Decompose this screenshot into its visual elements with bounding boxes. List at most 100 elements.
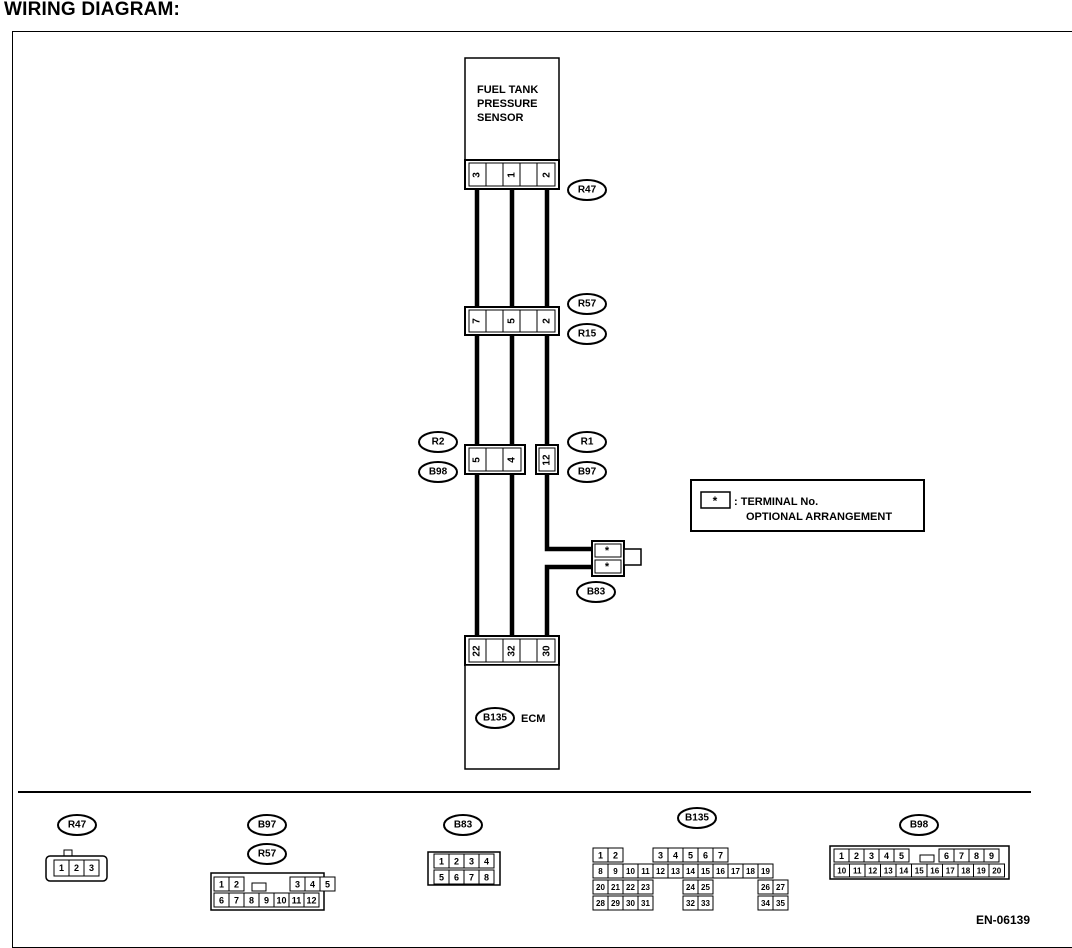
svg-text:2: 2 xyxy=(613,851,618,861)
svg-text:35: 35 xyxy=(776,899,785,908)
svg-text:1: 1 xyxy=(839,851,844,861)
connector-b83-branch: * * xyxy=(591,540,642,577)
face-b98-pin-17: 17 xyxy=(942,863,959,878)
face-r47-pin-2: 2 xyxy=(74,863,79,873)
svg-text:R57: R57 xyxy=(578,299,597,310)
svg-text:13: 13 xyxy=(671,867,680,876)
svg-text:7: 7 xyxy=(234,896,239,906)
svg-text:6: 6 xyxy=(944,851,949,861)
face-b135-pin-16: 16 xyxy=(712,863,729,879)
ecm-box: 22 32 30 B135 ECM xyxy=(464,635,560,770)
sensor-label-line-2: PRESSURE xyxy=(477,98,538,110)
face-b135-pin-3: 3 xyxy=(652,847,669,863)
svg-text:11: 11 xyxy=(853,867,862,876)
wires xyxy=(474,189,592,636)
face-b135-pin-13: 13 xyxy=(667,863,684,879)
face-b97-pin-2: 2 xyxy=(228,876,245,892)
ecm-terminal-32: 32 xyxy=(507,645,518,657)
svg-text:30: 30 xyxy=(626,899,635,908)
svg-text:32: 32 xyxy=(686,899,695,908)
svg-text:29: 29 xyxy=(611,899,620,908)
face-b98-pin-13: 13 xyxy=(880,863,897,878)
svg-text:4: 4 xyxy=(484,857,489,867)
svg-text:2: 2 xyxy=(454,857,459,867)
svg-text:14: 14 xyxy=(899,867,908,876)
face-r47-pin-3: 3 xyxy=(89,863,94,873)
connector-tag-b97: B97 xyxy=(567,461,607,483)
svg-text:8: 8 xyxy=(598,867,603,876)
sensor-terminal-2: 2 xyxy=(542,172,553,178)
svg-text:1: 1 xyxy=(598,851,603,861)
wire-terminal-12-b83 xyxy=(544,474,592,552)
svg-text:18: 18 xyxy=(746,867,755,876)
svg-text:34: 34 xyxy=(761,899,770,908)
branch-pin-lower: * xyxy=(605,561,610,573)
ecm-label: ECM xyxy=(521,713,545,725)
connector-tag-r1: R1 xyxy=(567,431,607,453)
svg-text:11: 11 xyxy=(292,896,302,906)
svg-text:10: 10 xyxy=(276,896,286,906)
face-b135-pin-28: 28 xyxy=(592,895,609,911)
face-b97-pin-10: 10 xyxy=(273,892,290,908)
face-b98-pin-11: 11 xyxy=(849,863,866,878)
face-b97-pin-8: 8 xyxy=(243,892,260,908)
face-b135-pin-34: 34 xyxy=(757,895,774,911)
face-b135-pin-26: 26 xyxy=(757,879,774,895)
face-b97-pin-3: 3 xyxy=(289,876,306,892)
page-title: WIRING DIAGRAM: xyxy=(4,0,181,20)
svg-text:5: 5 xyxy=(439,873,444,883)
svg-text:4: 4 xyxy=(673,851,678,861)
face-b135-pin-22: 22 xyxy=(622,879,639,895)
svg-text:1: 1 xyxy=(219,880,224,890)
face-b97-pin-12: 12 xyxy=(303,892,320,908)
legend-line-1: : TERMINAL No. xyxy=(734,496,818,508)
svg-text:25: 25 xyxy=(701,883,710,892)
mid-terminal-7: 7 xyxy=(472,318,483,324)
face-b135-pin-31: 31 xyxy=(637,895,654,911)
connector-r57-r15: 7 5 2 xyxy=(464,306,560,336)
face-b98-pin-12: 12 xyxy=(864,863,881,878)
right-terminal-12: 12 xyxy=(542,454,553,466)
face-b98-pin-1: 1 xyxy=(833,848,850,863)
svg-text:17: 17 xyxy=(946,867,955,876)
connector-r2-b98: 5 4 xyxy=(464,444,526,475)
face-b97-pin-1: 1 xyxy=(213,876,230,892)
face-b135-pin-2: 2 xyxy=(607,847,624,863)
svg-text:13: 13 xyxy=(884,867,893,876)
svg-text:9: 9 xyxy=(989,851,994,861)
svg-text:15: 15 xyxy=(701,867,710,876)
face-tag-b97: B97 xyxy=(258,820,277,831)
left-terminal-5: 5 xyxy=(472,457,483,463)
svg-text:9: 9 xyxy=(264,896,269,906)
svg-text:R1: R1 xyxy=(581,437,594,448)
face-b135-pin-1: 1 xyxy=(592,847,609,863)
face-b135-pin-21: 21 xyxy=(607,879,624,895)
fuel-tank-pressure-sensor: FUEL TANK PRESSURE SENSOR 3 1 2 xyxy=(464,57,560,190)
svg-text:20: 20 xyxy=(992,867,1001,876)
svg-text:8: 8 xyxy=(974,851,979,861)
svg-text:23: 23 xyxy=(641,883,650,892)
face-b98-pin-20: 20 xyxy=(988,863,1005,878)
svg-text:10: 10 xyxy=(626,867,635,876)
face-b98-pin-2: 2 xyxy=(848,848,865,863)
svg-text:B98: B98 xyxy=(429,467,448,478)
face-b83-pin-7: 7 xyxy=(463,869,480,885)
wire-b83-terminal-30 xyxy=(544,564,592,636)
face-b135-pin-25: 25 xyxy=(697,879,714,895)
face-b83-pin-8: 8 xyxy=(478,869,495,885)
legend-line-2: OPTIONAL ARRANGEMENT xyxy=(746,511,892,523)
face-b97-pin-6: 6 xyxy=(213,892,230,908)
face-tag-r47: R47 xyxy=(68,820,87,831)
face-tag-r57: R57 xyxy=(258,849,277,860)
connector-tag-b98: B98 xyxy=(418,461,458,483)
face-b83-pin-5: 5 xyxy=(433,869,450,885)
face-b135-pin-15: 15 xyxy=(697,863,714,879)
face-b135-pin-11: 11 xyxy=(637,863,654,879)
face-b83-pin-4: 4 xyxy=(478,853,495,869)
svg-text:3: 3 xyxy=(869,851,874,861)
